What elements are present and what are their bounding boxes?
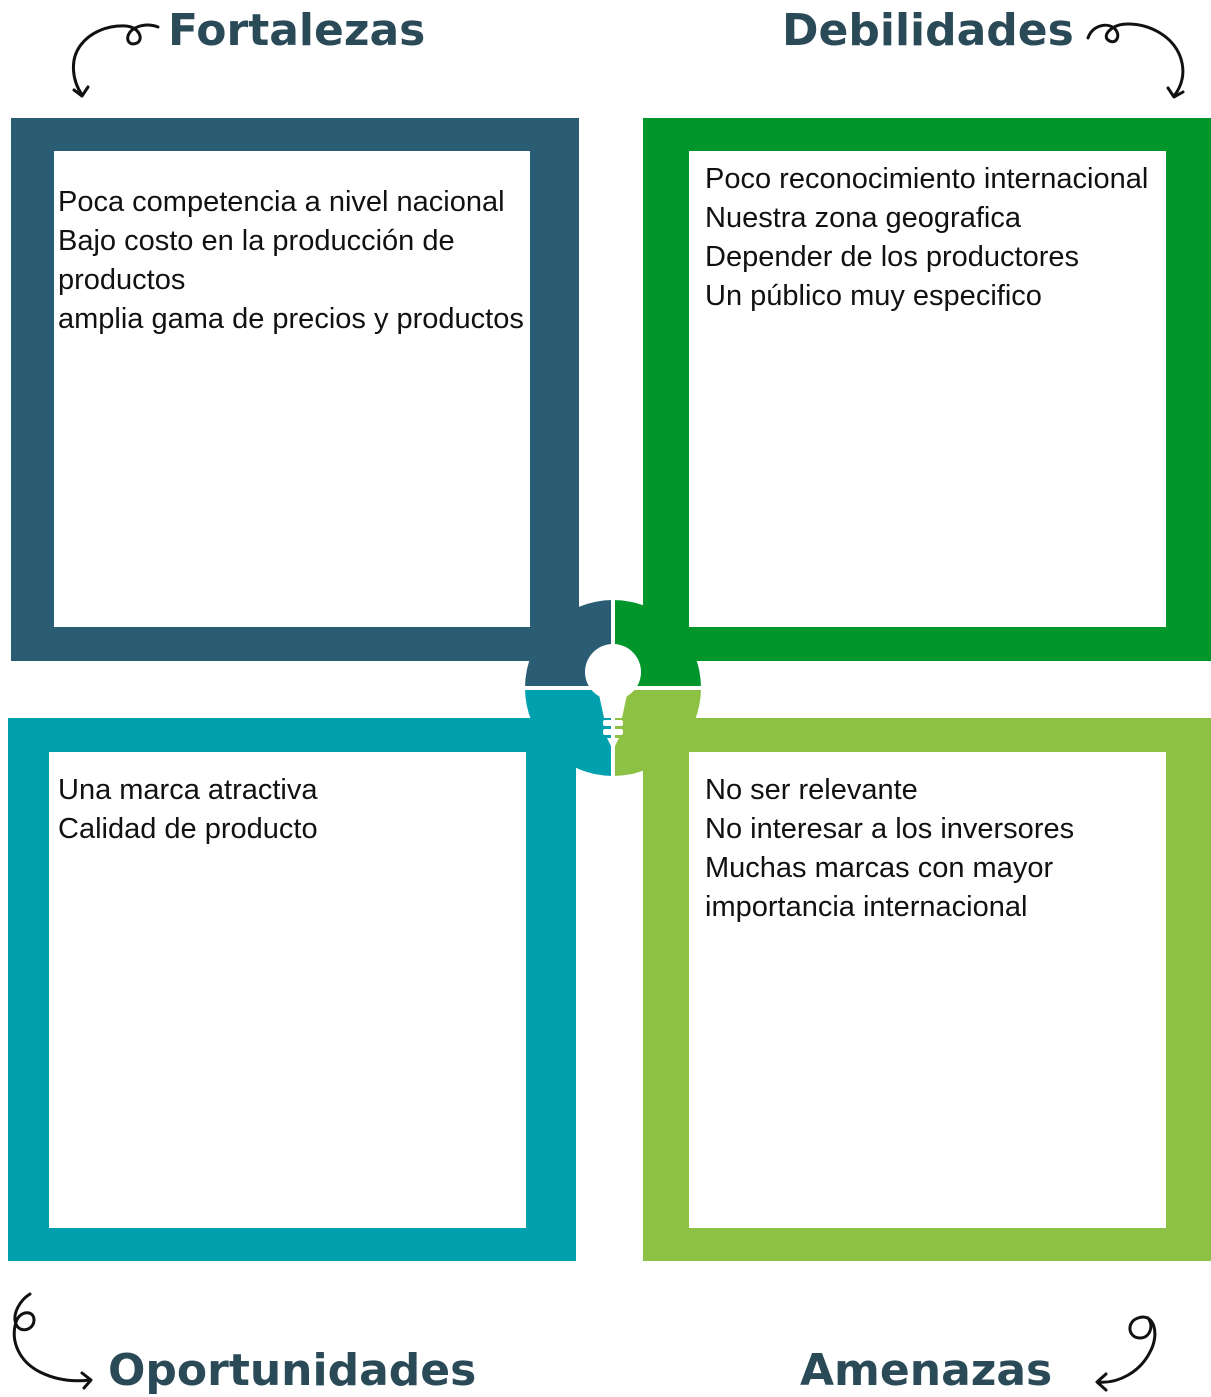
list-item: Bajo costo en la producción de [58, 225, 455, 257]
oportunidades-box [8, 718, 576, 1261]
list-item: Poco reconocimiento internacional [705, 163, 1149, 195]
curly-arrow-fortalezas-icon [72, 23, 160, 98]
list-item: No ser relevante [705, 774, 918, 806]
amenazas-box [643, 718, 1211, 1261]
debilidades-content-area [689, 151, 1166, 627]
fortalezas-list: Poca competencia a nivel nacional Bajo c… [58, 183, 524, 339]
fortalezas-content-area [54, 151, 530, 627]
fortalezas-title: Fortalezas [168, 5, 426, 56]
curly-arrow-oportunidades-icon [12, 1292, 93, 1390]
curly-arrow-amenazas-icon [1095, 1315, 1157, 1392]
list-item: Poca competencia a nivel nacional [58, 186, 505, 218]
amenazas-title: Amenazas [800, 1345, 1053, 1396]
list-item: Nuestra zona geografica [705, 202, 1021, 234]
lightbulb-icon [585, 644, 641, 746]
debilidades-box [643, 118, 1211, 661]
fortalezas-box [11, 118, 579, 661]
list-item: Depender de los productores [705, 241, 1080, 273]
list-item: Un público muy especifico [705, 280, 1042, 312]
debilidades-list: Poco reconocimiento internacional Nuestr… [705, 160, 1148, 316]
list-item: amplia gama de precios y productos [58, 303, 524, 335]
amenazas-list: No ser relevante No interesar a los inve… [705, 771, 1074, 927]
oportunidades-content-area [49, 752, 526, 1228]
debilidades-title: Debilidades [782, 5, 1074, 56]
amenazas-content-area [689, 752, 1166, 1228]
oportunidades-list: Una marca atractiva Calidad de producto [58, 771, 318, 849]
list-item: importancia internacional [705, 891, 1028, 923]
list-item: productos [58, 264, 186, 296]
list-item: Muchas marcas con mayor [705, 852, 1054, 884]
list-item: No interesar a los inversores [705, 813, 1075, 845]
list-item: Calidad de producto [58, 813, 318, 845]
oportunidades-title: Oportunidades [108, 1345, 477, 1396]
curly-arrow-debilidades-icon [1086, 22, 1185, 99]
list-item: Una marca atractiva [58, 774, 318, 806]
